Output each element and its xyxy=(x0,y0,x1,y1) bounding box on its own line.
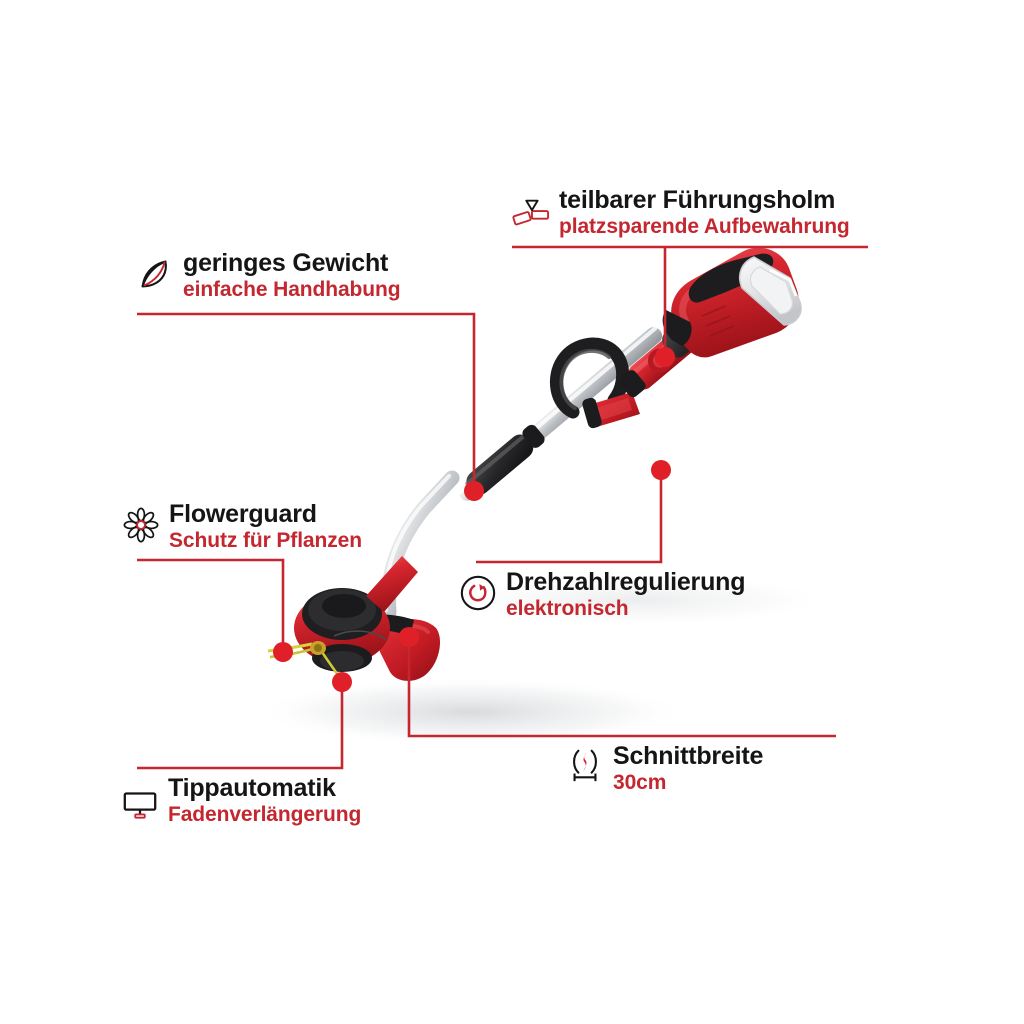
feature-subtitle: elektronisch xyxy=(506,596,629,620)
feature-subtitle: einfache Handhabung xyxy=(183,277,401,301)
feature-title: geringes Gewicht xyxy=(183,249,389,277)
callout-dot-holm xyxy=(655,347,675,367)
feature-label-geringes-gewicht: geringes Gewicht einfache Handhabung xyxy=(136,249,401,302)
feather-icon xyxy=(136,255,174,293)
callout-line-tippautomatik xyxy=(137,686,344,770)
feature-title: Flowerguard xyxy=(169,500,317,528)
feature-title: teilbarer Führungsholm xyxy=(559,186,836,214)
callout-line-geringes-gewicht xyxy=(137,312,476,486)
cutting-width-icon xyxy=(566,746,604,784)
feature-label-teilbarer-fuehrungsholm: teilbarer Führungsholm platzsparende Auf… xyxy=(512,186,850,239)
feature-title: Tippautomatik xyxy=(168,774,336,802)
callout-dot-geringes-gewicht xyxy=(464,481,484,501)
feature-label-tippautomatik: Tippautomatik Fadenverlängerung xyxy=(121,774,361,827)
feature-title: Schnittbreite xyxy=(613,742,764,770)
feature-subtitle: Fadenverlängerung xyxy=(168,802,362,826)
feature-subtitle: Schutz für Pflanzen xyxy=(169,528,362,552)
feature-subtitle: 30cm xyxy=(613,770,667,794)
callout-line-flowerguard xyxy=(137,558,285,648)
feature-label-drehzahlregulierung: Drehzahlregulierung elektronisch xyxy=(459,568,745,621)
callout-dot-drehzahl xyxy=(651,460,671,480)
tap-head-icon xyxy=(121,784,159,822)
callout-line-drehzahl xyxy=(476,474,663,564)
callout-dot-schnittbreite xyxy=(399,627,419,647)
feature-subtitle: platzsparende Aufbewahrung xyxy=(559,214,850,238)
callout-dot-tippautomatik xyxy=(332,672,352,692)
callout-line-schnittbreite xyxy=(407,641,836,738)
feature-label-schnittbreite: Schnittbreite 30cm xyxy=(566,742,763,795)
callout-dot-flowerguard xyxy=(273,642,293,662)
feature-label-flowerguard: Flowerguard Schutz für Pflanzen xyxy=(122,500,362,553)
rotation-speed-icon xyxy=(459,574,497,612)
feature-title: Drehzahlregulierung xyxy=(506,568,746,596)
flower-icon xyxy=(122,506,160,544)
split-shaft-icon xyxy=(512,194,550,232)
